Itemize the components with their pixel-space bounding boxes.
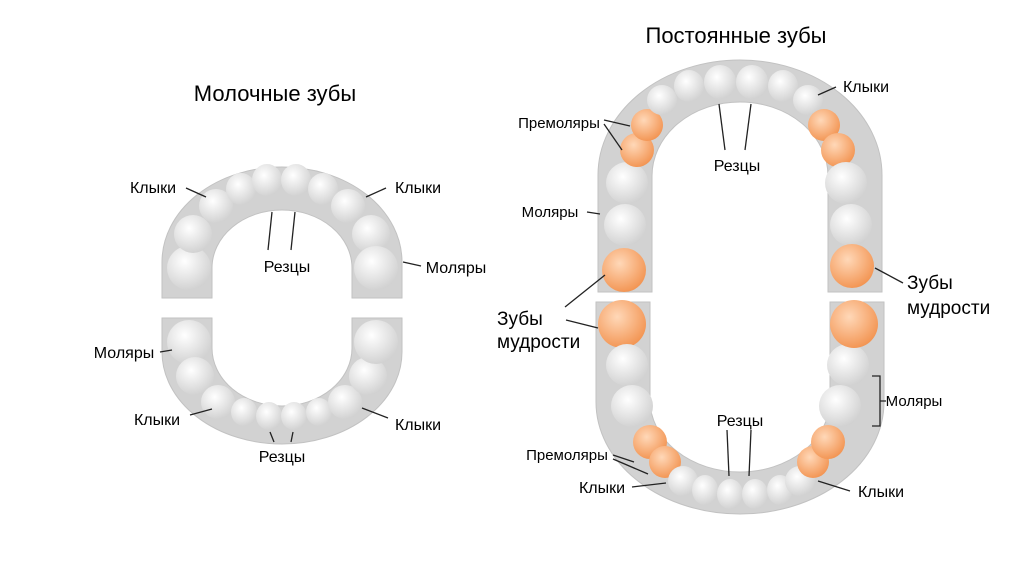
permanent-lower-canine-right-label: Клыки	[858, 484, 904, 501]
permanent-lower-molars-label: Моляры	[886, 393, 943, 410]
permanent-lower-teeth	[598, 300, 878, 509]
primary-upper-molars-label: Моляры	[426, 260, 486, 277]
molars-bracket	[872, 375, 886, 427]
permanent-title: Постоянные зубы	[646, 23, 827, 48]
permanent-lower-wisdom-label-line1: Зубы	[497, 309, 543, 330]
permanent-lower-wisdom-label-line2: мудрости	[497, 332, 580, 353]
primary-lower-molars-label: Моляры	[94, 345, 154, 362]
permanent-upper-molars-label: Моляры	[522, 204, 579, 221]
primary-lower-teeth	[167, 320, 398, 430]
primary-title: Молочные зубы	[194, 81, 356, 106]
permanent-upper-premolars-label: Премоляры	[518, 115, 600, 132]
permanent-upper-canine-right-label: Клыки	[843, 79, 889, 96]
permanent-lower-incisors-label: Резцы	[717, 413, 764, 430]
permanent-upper-wisdom-label-line2: мудрости	[907, 298, 990, 319]
permanent-dentition: Постоянные зубы Клыки Премоляры Резцы Мо…	[497, 23, 990, 515]
primary-dentition: Молочные зубы Клыки Клыки Резцы Моляры М…	[94, 81, 486, 466]
primary-upper-canine-left-label: Клыки	[130, 180, 176, 197]
primary-lower-canine-right-label: Клыки	[395, 417, 441, 434]
permanent-upper-incisors-label: Резцы	[714, 158, 761, 175]
permanent-upper-wisdom-label-line1: Зубы	[907, 273, 953, 294]
primary-leader-lines	[159, 187, 422, 443]
primary-upper-canine-right-label: Клыки	[395, 180, 441, 197]
permanent-leader-lines	[564, 86, 904, 492]
primary-lower-canine-left-label: Клыки	[134, 412, 180, 429]
permanent-lower-premolars-label: Премоляры	[526, 447, 608, 464]
permanent-upper-teeth	[602, 65, 874, 292]
primary-upper-teeth	[167, 164, 398, 290]
permanent-lower-canine-left-label: Клыки	[579, 480, 625, 497]
primary-upper-incisors-label: Резцы	[264, 259, 311, 276]
primary-lower-incisors-label: Резцы	[259, 449, 306, 466]
